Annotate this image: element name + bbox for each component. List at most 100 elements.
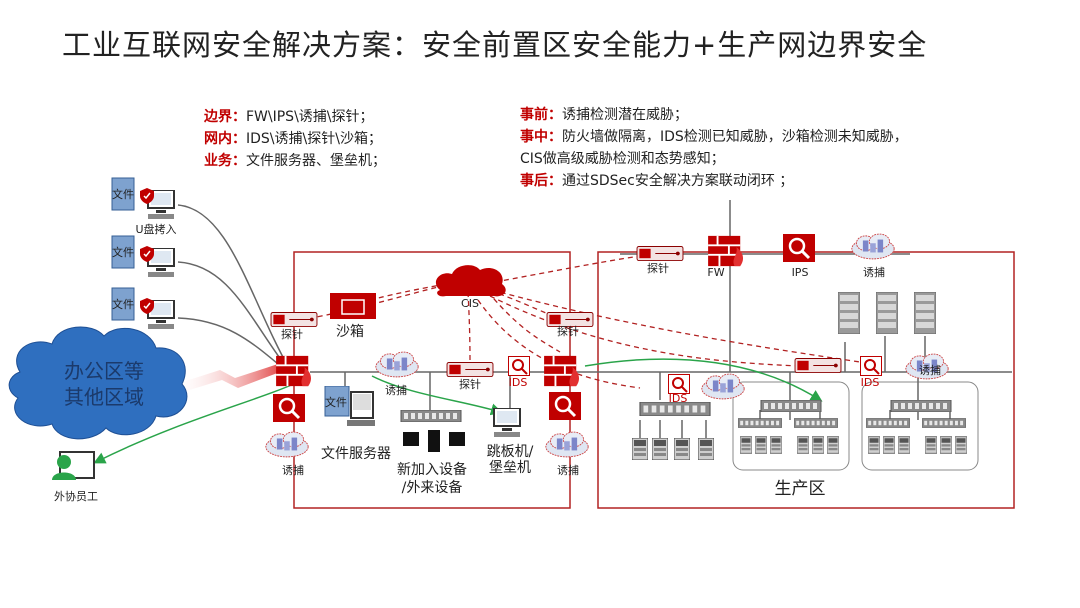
tower-icon	[428, 430, 440, 452]
probe-label: 探针	[459, 377, 481, 391]
new-device-label-1: 新加入设备	[397, 461, 467, 478]
plc-icon	[812, 436, 824, 454]
plc-icon	[632, 438, 648, 460]
switch-icon	[922, 418, 966, 428]
legend-row-during-cont: CIS做高级威胁检测和态势感知；	[520, 151, 725, 167]
new-device-label-2: /外来设备	[402, 479, 463, 496]
plc-icon	[740, 436, 752, 454]
plc-icon	[797, 436, 809, 454]
office-area-cloud: 办公区等 其他区域	[8, 326, 188, 440]
probe-icon	[270, 312, 318, 327]
trap-icon	[851, 233, 895, 260]
green-flow	[93, 358, 823, 464]
probe-icon	[636, 246, 684, 261]
person-icon	[57, 455, 71, 469]
plc-icon	[674, 438, 690, 460]
plc-icon	[827, 436, 839, 454]
fw-label: FW	[707, 266, 724, 279]
trap-label: 诱捕	[919, 363, 941, 377]
new-devices	[403, 430, 465, 452]
usb-label: U盘拷入	[135, 222, 176, 236]
ips-icon	[782, 234, 816, 262]
production-terminals	[632, 438, 714, 460]
server-icon	[876, 292, 898, 334]
server-icon	[914, 292, 936, 334]
plc-icon	[883, 436, 895, 454]
trap-icon	[265, 431, 309, 458]
sandbox-icon	[330, 293, 376, 319]
production-cell-1	[732, 381, 850, 471]
monitor-icon	[403, 432, 419, 446]
trap-label: 诱捕	[557, 463, 579, 477]
external-label: 外协员工	[54, 489, 98, 503]
office-label-2: 其他区域	[64, 385, 144, 409]
switch-icon	[890, 400, 952, 412]
plc-icon	[652, 438, 668, 460]
file-label: 文件	[325, 395, 347, 409]
legend-capabilities: 边界：FW\IPS\诱捕\探针； 网内：IDS\诱捕\探针\沙箱； 业务：文件服…	[204, 106, 386, 172]
file-label: 文件	[112, 187, 134, 201]
file-label: 文件	[112, 297, 134, 311]
trap-icon	[545, 431, 589, 458]
probe-label: 探针	[557, 324, 579, 338]
sandbox-label: 沙箱	[336, 324, 364, 340]
jump-host-icon	[493, 408, 521, 438]
office-pc-2: 文件	[111, 235, 175, 278]
legend-row-business: 业务：文件服务器、堡垒机；	[204, 153, 386, 169]
legend-row-internal: 网内：IDS\诱捕\探针\沙箱；	[204, 131, 382, 147]
switch-icon	[794, 418, 838, 428]
plc-icon	[940, 436, 952, 454]
trap-label: 诱捕	[863, 265, 885, 279]
probe-label: 探针	[647, 261, 669, 275]
server-icon	[838, 292, 860, 334]
trap-label: 诱捕	[385, 383, 407, 397]
page-title: 工业互联网安全解决方案：安全前置区安全能力+生产网边界安全	[62, 28, 928, 62]
switch-icon	[866, 418, 910, 428]
file-icon	[111, 235, 135, 269]
plc-icon	[755, 436, 767, 454]
ids-label: IDS	[861, 376, 880, 389]
legend-phases: 事前：诱捕检测潜在威胁； 事中：防火墙做隔离，IDS检测已知威胁，沙箱检测未知威…	[520, 104, 908, 192]
switch-icon	[760, 400, 822, 412]
switch-icon	[738, 418, 782, 428]
firewall-icon	[544, 354, 580, 388]
legend-row-during: 事中：防火墙做隔离，IDS检测已知威胁，沙箱检测未知威胁，	[520, 129, 908, 145]
cis-cloud: CIS	[435, 265, 506, 310]
legend-row-before: 事前：诱捕检测潜在威胁；	[520, 107, 688, 123]
probe-icon	[446, 362, 494, 377]
file-icon	[111, 287, 135, 321]
switch-icon	[639, 402, 711, 416]
trap-icon	[375, 351, 419, 378]
plc-icon	[698, 438, 714, 460]
file-server-label: 文件服务器	[321, 446, 391, 462]
probe-label: 探针	[281, 327, 303, 341]
threat-bolt	[170, 364, 280, 396]
office-pc-1: 文件 U盘拷入	[111, 177, 177, 236]
plc-icon	[868, 436, 880, 454]
plc-icon	[898, 436, 910, 454]
switch-icon	[400, 410, 462, 422]
plc-icon	[925, 436, 937, 454]
trap-icon	[701, 373, 745, 400]
external-staff: 外协员工	[52, 451, 98, 503]
trap-label: 诱捕	[282, 463, 304, 477]
ips-label: IPS	[792, 266, 809, 279]
cell-1-devices	[738, 418, 839, 454]
probe-icon	[794, 358, 842, 373]
file-icon	[111, 177, 135, 211]
office-pc-3: 文件	[111, 287, 175, 330]
ids-icon	[508, 356, 530, 376]
firewall-icon	[276, 354, 312, 388]
plc-icon	[770, 436, 782, 454]
jump-label-2: 堡垒机	[489, 460, 531, 476]
production-cell-2	[861, 381, 979, 471]
office-label-1: 办公区等	[64, 359, 144, 383]
cis-label: CIS	[461, 297, 479, 310]
monitor-icon	[449, 432, 465, 446]
production-zone-label: 生产区	[775, 479, 826, 499]
ips-icon	[548, 392, 582, 420]
cell-2-devices	[866, 418, 967, 454]
jump-label-1: 跳板机/	[487, 444, 534, 460]
file-label: 文件	[112, 245, 134, 259]
